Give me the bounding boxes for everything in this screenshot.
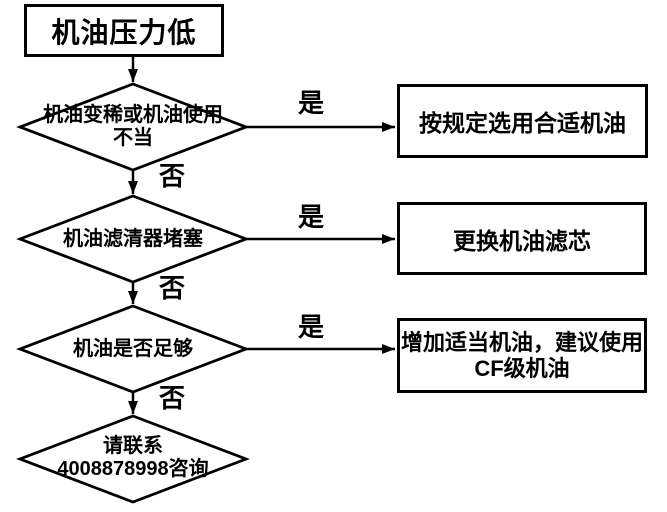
yes-label-2: 是 [297,202,325,232]
decision4-label-line2: 4008878998咨询 [57,458,209,480]
action3-label-line1: 增加适当机油，建议使用 [400,329,643,355]
decision4-diamond-shape [16,414,250,504]
no-label-3: 否 [158,383,186,413]
decision2-label-text: 机油滤清器堵塞 [63,228,203,250]
yes-label-3: 是 [297,312,325,342]
decision4-label: 请联系 4008878998咨询 [20,435,246,481]
action1-node: 按规定选用合适机油 [397,84,648,158]
start-node: 机油压力低 [24,4,224,57]
no-label-1: 否 [158,161,186,191]
decision1-label-line1: 机油变稀或机油使用 [43,104,223,126]
decision3-label-text: 机油是否足够 [73,338,193,360]
action3-label-line2: CF级机油 [474,355,570,381]
decision4-label-line1: 请联系 [103,435,163,457]
action1-label: 按规定选用合适机油 [419,110,626,136]
decision1-diamond-shape [16,82,250,172]
decision3-label: 机油是否足够 [20,338,246,361]
start-node-label: 机油压力低 [51,16,197,48]
no-label-2: 否 [158,273,186,303]
action3-node: 增加适当机油，建议使用 CF级机油 [397,318,647,393]
action2-node: 更换机油滤芯 [397,202,647,275]
yes-label-1: 是 [297,88,325,118]
decision2-label: 机油滤清器堵塞 [20,228,246,251]
decision1-label: 机油变稀或机油使用 不当 [20,104,246,150]
decision1-label-line2: 不当 [113,127,153,149]
action2-label: 更换机油滤芯 [453,227,591,254]
decision3-diamond-shape [16,304,250,394]
decision2-diamond-shape [16,194,250,284]
